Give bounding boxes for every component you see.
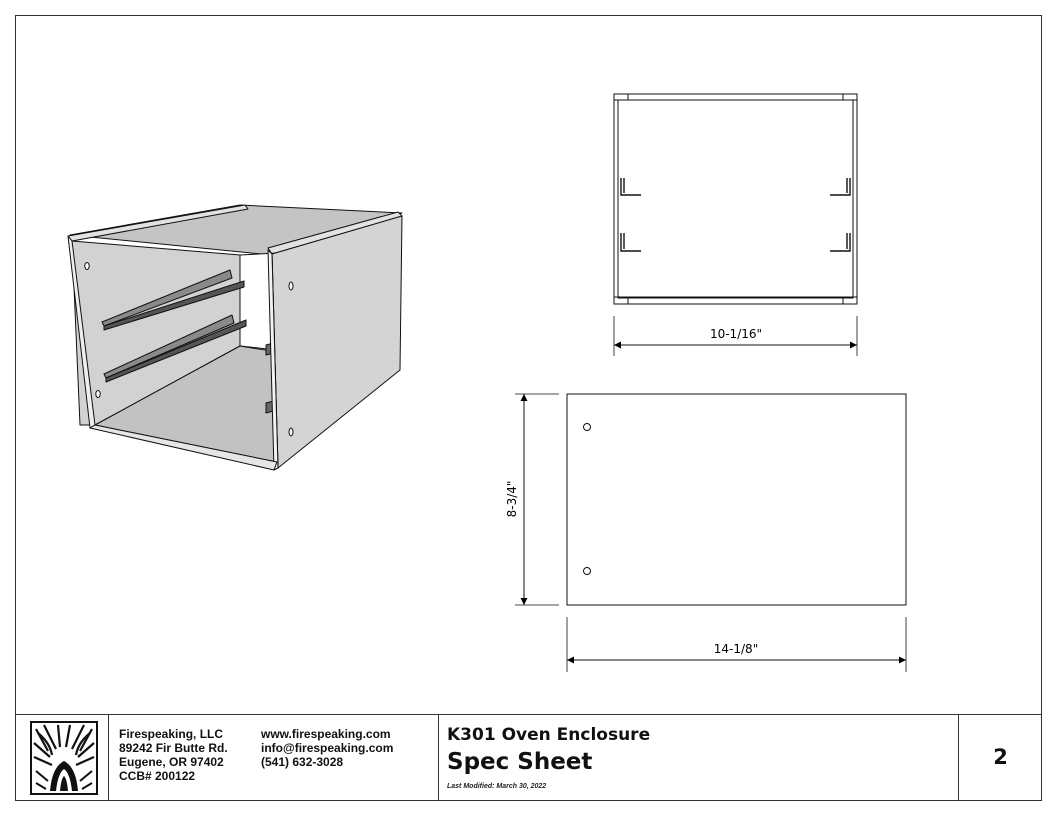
company-phone: (541) 632-3028 [261,755,344,769]
front-view-outer [613,93,858,305]
iso-mount-holes [84,262,294,437]
dim-label-side-width: 14-1/8" [714,642,758,656]
iso-top-panel [69,204,403,256]
side-view-hole-bottom [583,567,591,575]
side-view [515,393,907,672]
iso-bottom-lip [89,424,278,471]
company-contact-block: www.firespeaking.com info@firespeaking.c… [261,727,393,769]
document-title: K301 Oven Enclosure [447,725,651,745]
iso-shelf-rail-lower [103,314,247,383]
company-info-cell: Firespeaking, LLC 89242 Fir Butte Rd. Eu… [109,715,439,801]
company-website: www.firespeaking.com [261,727,391,741]
company-ccb: CCB# 200122 [119,769,196,783]
iso-shelf-rail-upper [101,269,245,331]
isometric-view [67,204,403,471]
dim-label-top-width: 10-1/16" [710,327,762,341]
company-address-block: Firespeaking, LLC 89242 Fir Butte Rd. Eu… [119,727,228,783]
company-email: info@firespeaking.com [261,741,394,755]
title-block: Firespeaking, LLC 89242 Fir Butte Rd. Eu… [15,714,1042,801]
iso-right-panel-edge [267,249,279,471]
document-last-modified: Last Modified: March 30, 2022 [447,783,547,790]
side-view-hole-top [583,423,591,431]
dim-label-side-height: 8-3/4" [505,481,519,518]
firespeaking-logo-icon [30,721,98,795]
company-city: Eugene, OR 97402 [119,755,224,769]
front-view [613,93,858,356]
document-title-cell: K301 Oven Enclosure Spec Sheet Last Modi… [439,715,959,801]
document-subtitle: Spec Sheet [447,749,593,775]
logo-cell [15,715,109,801]
front-view-rails [620,178,851,252]
sheet-border [15,15,1042,801]
page-number-cell: 2 [959,715,1042,801]
page-number: 2 [993,745,1008,769]
company-street: 89242 Fir Butte Rd. [119,741,228,755]
company-name: Firespeaking, LLC [119,727,224,741]
side-view-panel [566,393,907,606]
